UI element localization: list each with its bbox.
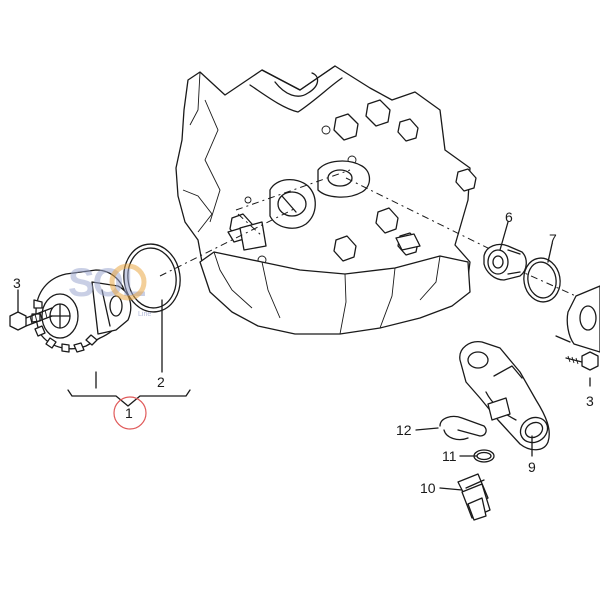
retaining-clip — [439, 415, 487, 441]
bolt-right — [565, 351, 599, 371]
callout-3-right: 3 — [586, 393, 594, 409]
callout-9: 9 — [528, 459, 536, 475]
sensor-o-ring — [473, 449, 495, 463]
callout-3-left: 3 — [13, 275, 21, 291]
thermostat-o-ring — [523, 257, 561, 303]
watermark-ring — [109, 263, 147, 301]
watermark-subtext: Line — [138, 311, 151, 318]
leader-lines — [17, 221, 591, 491]
coolant-flange-right — [555, 285, 600, 353]
callout-7: 7 — [549, 231, 557, 247]
highlight-circle — [113, 396, 147, 430]
water-pump — [31, 269, 132, 353]
callout-10: 10 — [420, 480, 436, 496]
thermostat — [483, 243, 527, 281]
watermark-logo: SOL Line — [68, 261, 151, 318]
callout-1: 1 — [125, 405, 133, 421]
callout-11: 11 — [442, 448, 457, 464]
temperature-sensor — [457, 473, 491, 521]
engine-block — [175, 65, 477, 335]
coolant-flange — [459, 341, 550, 451]
callout-2: 2 — [157, 374, 165, 390]
callout-12: 12 — [396, 422, 412, 438]
callout-labels: 1 2 3 3 6 7 9 10 11 12 — [13, 209, 594, 496]
callout-6: 6 — [505, 209, 513, 225]
o-ring-seal — [123, 243, 181, 313]
